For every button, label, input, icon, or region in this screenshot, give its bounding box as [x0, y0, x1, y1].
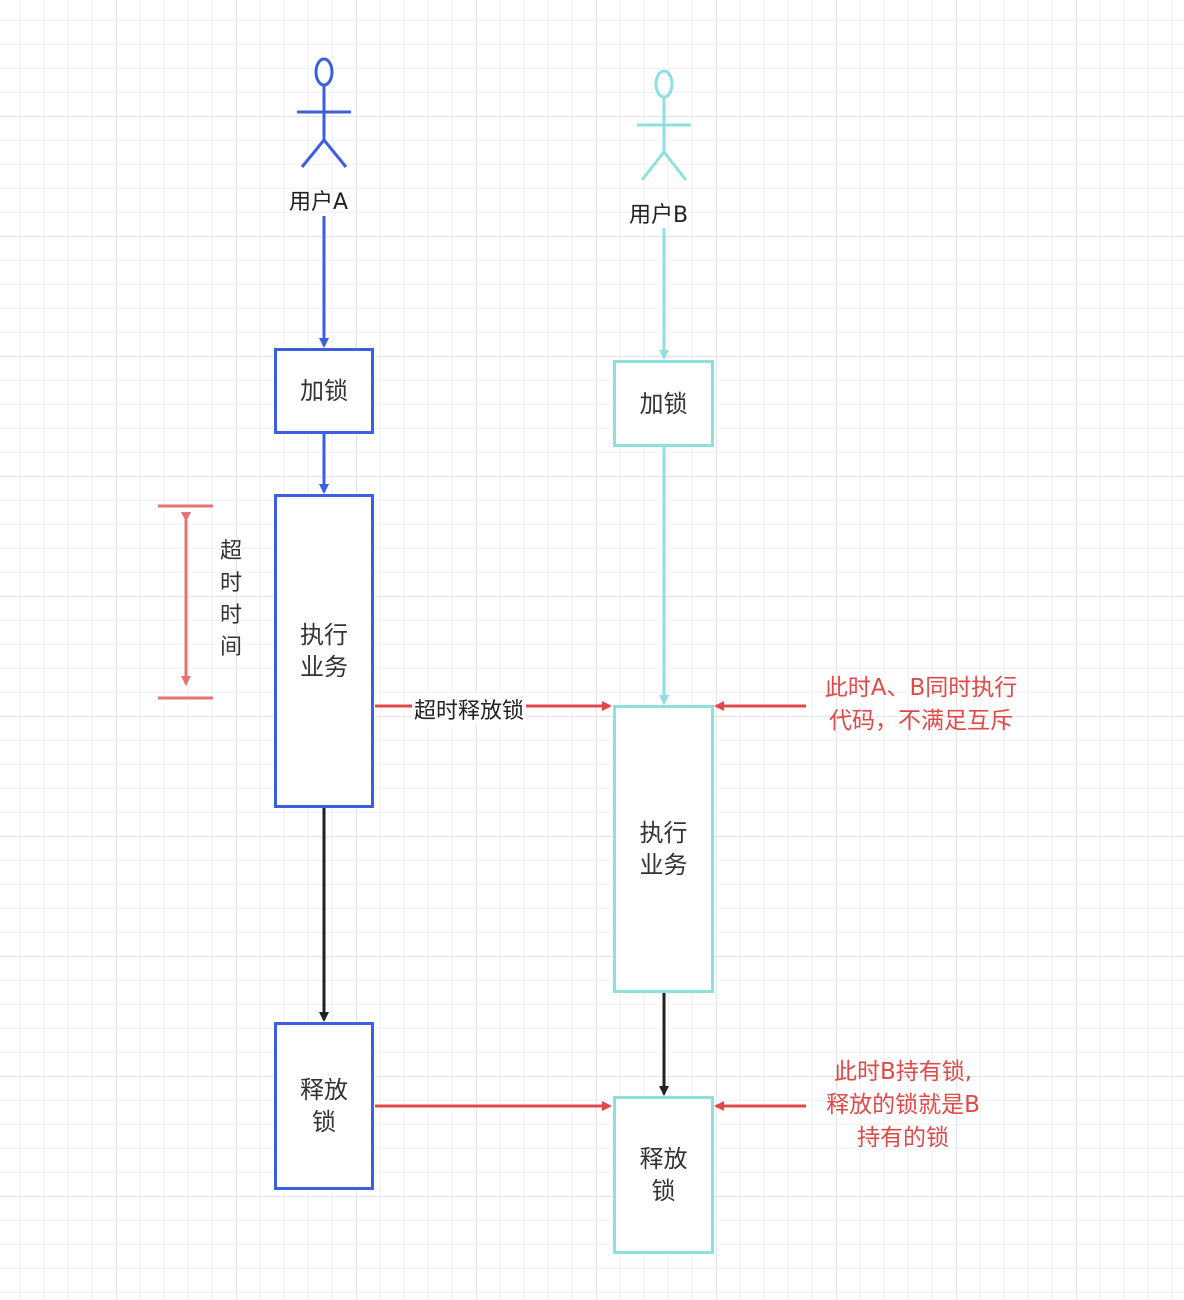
user-a-label: 用户A [289, 190, 349, 215]
timeout-release-label: 超时释放锁 [412, 693, 527, 725]
user-b-actor-icon [637, 69, 691, 181]
user-b-lock-box: 加锁 [613, 360, 714, 447]
note-wrong-release: 此时B持有锁, 释放的锁就是B 持有的锁 [826, 1059, 980, 1151]
user-b-release-box: 释放 锁 [613, 1096, 714, 1254]
user-a-actor-icon [297, 57, 351, 168]
user-a-lock-box: 加锁 [274, 348, 374, 434]
user-a-release-box: 释放 锁 [274, 1022, 374, 1190]
timeout-label: 超 时 时 间 [219, 539, 242, 660]
note-concurrent: 此时A、B同时执行 代码，不满足互斥 [824, 675, 1018, 734]
user-b-label: 用户B [629, 203, 689, 228]
user-a-business-box: 执行 业务 [274, 494, 374, 808]
user-b-business-box: 执行 业务 [613, 705, 714, 993]
timeout-bracket [158, 504, 213, 700]
